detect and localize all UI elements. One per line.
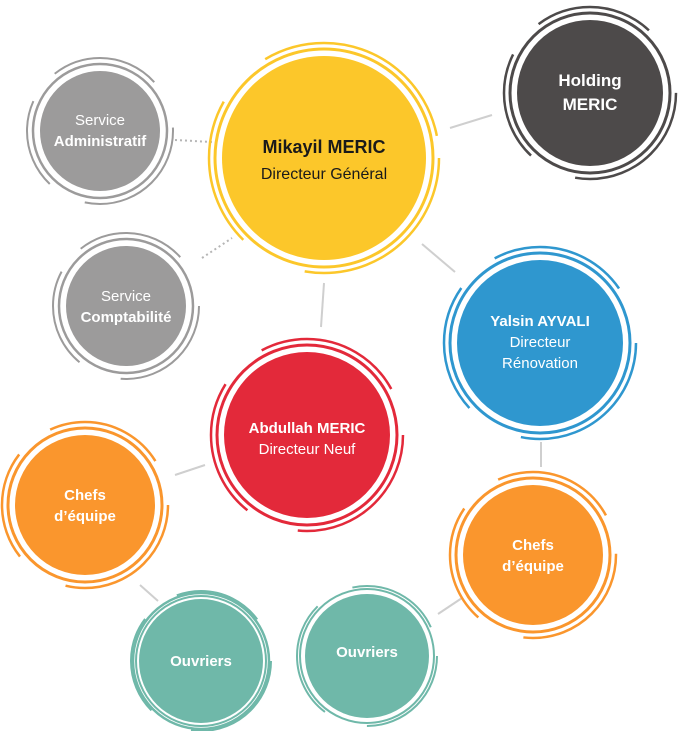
connector-ceo-neuf (320, 282, 325, 328)
node-service-administratif: Service Administratif (26, 57, 174, 205)
node-ceo: Mikayil MERIC Directeur Général (207, 41, 441, 275)
node-directeur-renovation: Yalsin AYVALI Directeur Rénovation (442, 245, 638, 441)
compta-line1: Service (101, 288, 151, 305)
node-holding: Holding MERIC (502, 5, 678, 181)
node-chefs-equipe-left: Chefs d’équipe (0, 420, 170, 590)
admin-line1: Service (75, 112, 125, 129)
chefs-right-line1: Chefs (512, 537, 554, 554)
node-directeur-neuf: Abdullah MERIC Directeur Neuf (209, 337, 405, 533)
admin-line2: Administratif (54, 133, 148, 150)
ceo-role: Directeur Général (261, 166, 387, 183)
neuf-role: Directeur Neuf (259, 441, 357, 458)
neuf-name: Abdullah MERIC (249, 420, 366, 437)
connector-chefs-ouvriers-right (437, 597, 463, 615)
connector-chefs-ouvriers-left (139, 584, 159, 602)
holding-line2: MERIC (563, 95, 618, 114)
chefs-right-line2: d’équipe (502, 558, 564, 575)
connector-ceo-compta (201, 237, 233, 259)
renovation-role-line2: Rénovation (502, 355, 578, 372)
ouvriers-left-label: Ouvriers (170, 653, 232, 670)
renovation-role-line1: Directeur (510, 334, 571, 351)
node-service-comptabilite: Service Comptabilité (52, 232, 200, 380)
ouvriers-right-label: Ouvriers (336, 644, 398, 661)
connector-neuf-chefs (174, 464, 206, 476)
connector-ceo-admin (174, 139, 213, 143)
node-chefs-equipe-right: Chefs d’équipe (448, 470, 618, 640)
chefs-left-line1: Chefs (64, 487, 106, 504)
compta-line2: Comptabilité (81, 309, 172, 326)
renovation-name: Yalsin AYVALI (490, 313, 590, 330)
node-ouvriers-right: Ouvriers (296, 585, 438, 727)
chefs-left-line2: d’équipe (54, 508, 116, 525)
connectors (139, 114, 542, 615)
connector-ceo-renovation (421, 243, 456, 273)
connector-ceo-holding (449, 114, 493, 129)
ceo-name: Mikayil MERIC (262, 137, 385, 157)
holding-line1: Holding (558, 71, 621, 90)
node-ouvriers-left: Ouvriers (130, 590, 272, 731)
